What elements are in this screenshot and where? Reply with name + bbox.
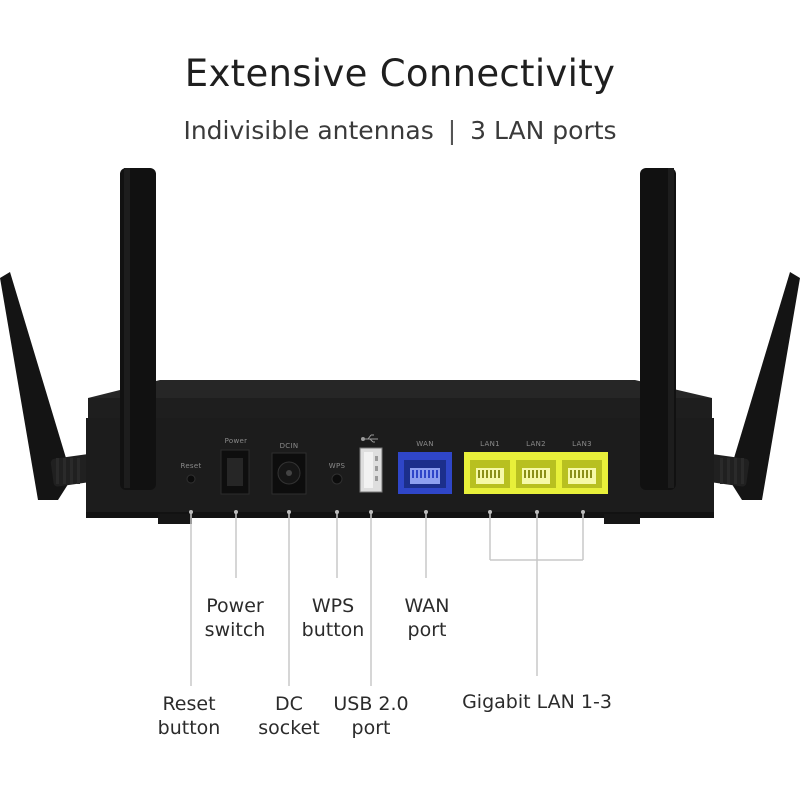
callout-line: WPS — [311, 595, 355, 617]
panel-label-dcin: DCIN — [279, 442, 299, 450]
callout-line: Power — [206, 595, 264, 617]
callout-reset-button: Reset button — [158, 692, 221, 740]
callout-gigabit-lan: Gigabit LAN 1-3 — [462, 690, 612, 714]
callout-line: Gigabit LAN 1-3 — [462, 691, 612, 713]
reset-hole — [186, 474, 196, 484]
panel-label-wan: WAN — [416, 440, 434, 448]
page-title: Extensive Connectivity — [184, 52, 616, 95]
lan-port-3 — [562, 460, 602, 488]
page-subtitle: Indivisible antennas | 3 LAN ports — [0, 116, 800, 145]
callout-dc-socket: DC socket — [258, 692, 319, 740]
subtitle-separator: | — [447, 116, 457, 145]
callout-power-switch: Power switch — [205, 594, 266, 642]
callout-line: button — [157, 717, 221, 739]
panel-label-wps: WPS — [328, 462, 346, 470]
dc-socket-graphic — [271, 452, 307, 495]
subtitle-antennas: Indivisible antennas — [183, 116, 434, 145]
panel-label-lan2: LAN2 — [526, 440, 546, 448]
callout-line: USB 2.0 — [333, 693, 409, 715]
wan-port-graphic — [398, 452, 452, 494]
lan-ports-graphic — [464, 452, 608, 494]
callout-usb-port: USB 2.0 port — [333, 692, 408, 740]
antenna-right — [640, 168, 676, 490]
panel-label-lan3: LAN3 — [572, 440, 592, 448]
lan-port-1 — [470, 460, 510, 488]
antenna-far-left — [0, 272, 100, 500]
callout-line: port — [407, 619, 447, 641]
usb-port-graphic — [359, 447, 383, 493]
usb-icon — [361, 434, 378, 443]
callout-line: button — [301, 619, 365, 641]
callout-line: Reset — [162, 693, 216, 715]
antenna-left — [120, 168, 156, 490]
callout-line: DC — [275, 693, 303, 715]
antenna-far-right — [700, 272, 800, 500]
panel-label-lan1: LAN1 — [480, 440, 500, 448]
lan-port-2 — [516, 460, 556, 488]
callout-wps-button: WPS button — [302, 594, 365, 642]
subtitle-lan-ports: 3 LAN ports — [470, 116, 617, 145]
callout-line: switch — [204, 619, 266, 641]
callout-wan-port: WAN port — [405, 594, 450, 642]
wps-hole — [331, 473, 343, 485]
leader-dots — [189, 510, 585, 514]
callout-line: port — [351, 717, 391, 739]
callout-line: socket — [258, 717, 320, 739]
callout-line: WAN — [404, 595, 450, 617]
panel-label-reset: Reset — [180, 462, 202, 470]
panel-label-power: Power — [224, 437, 248, 445]
leader-lines — [190, 512, 584, 686]
power-switch-graphic — [220, 449, 250, 495]
